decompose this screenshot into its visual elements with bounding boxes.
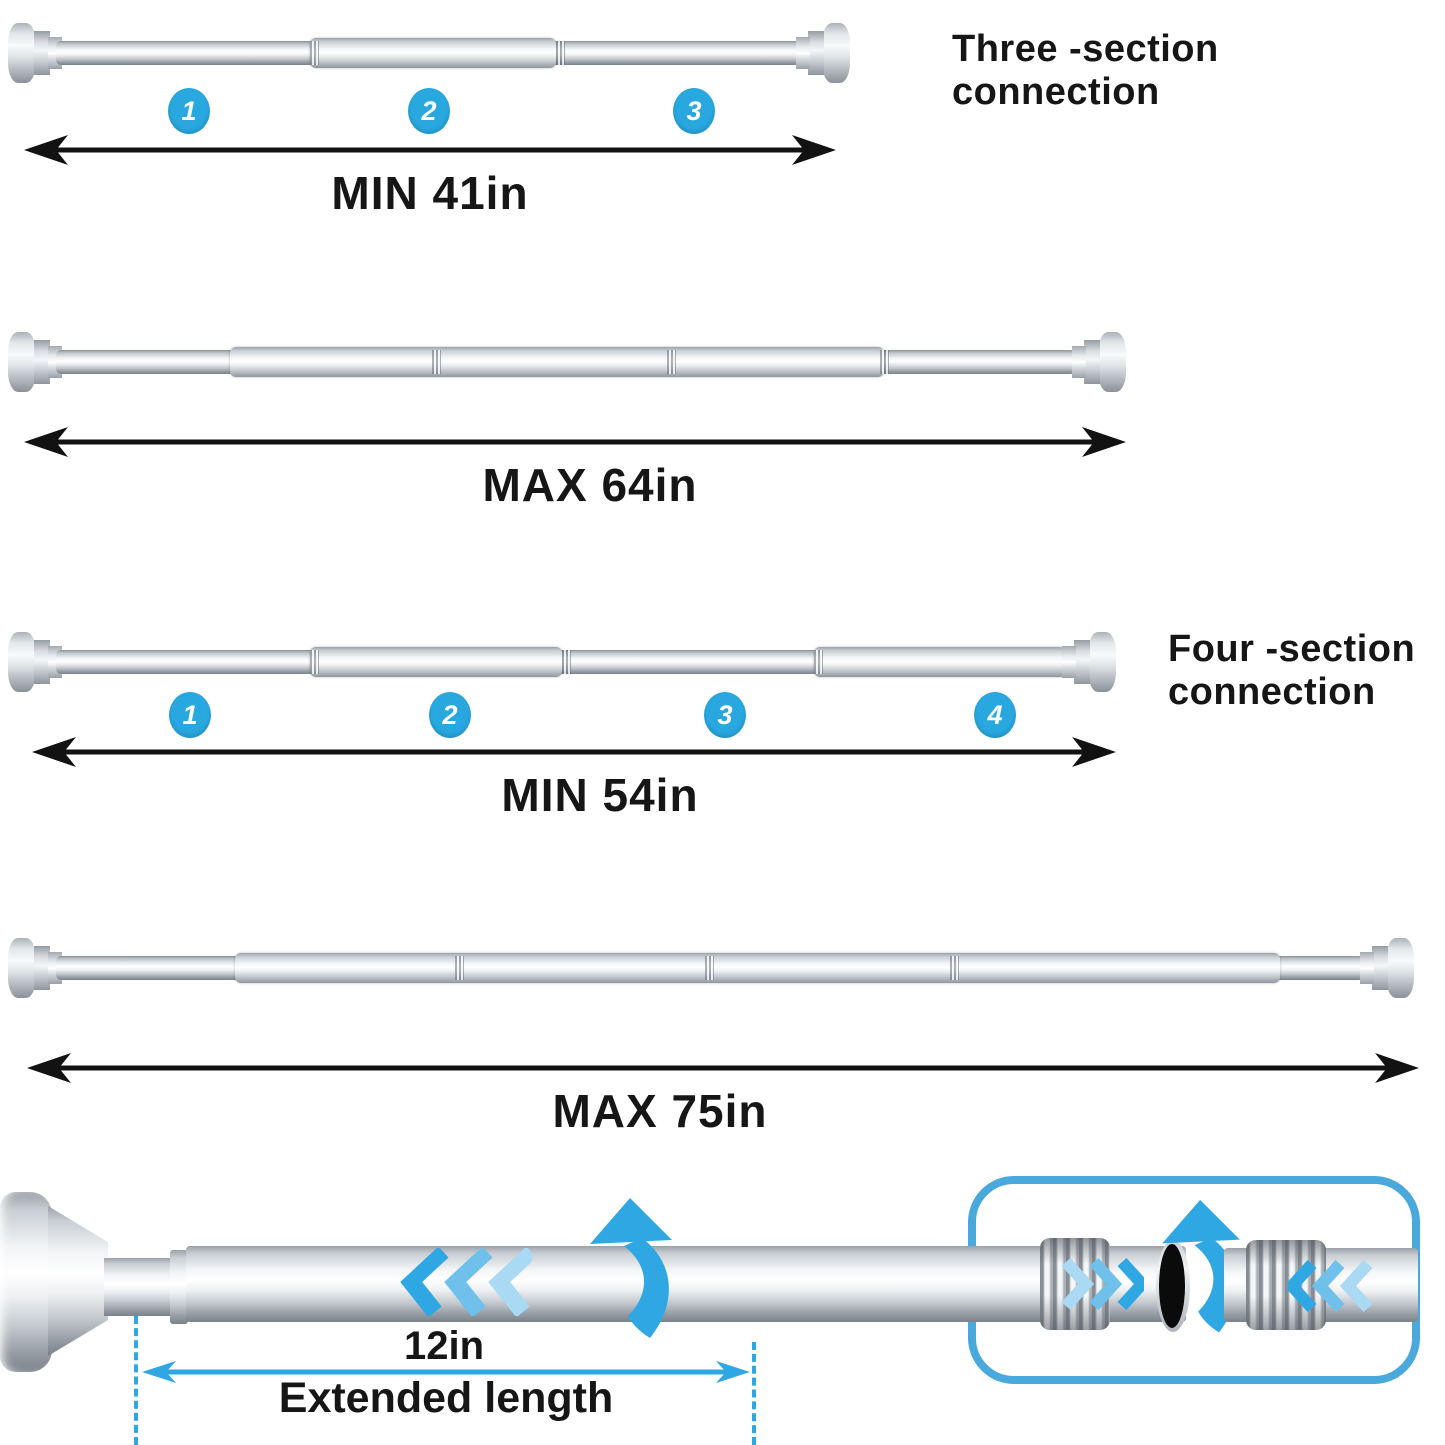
- dashed-guide-line: [752, 1342, 756, 1445]
- rod-end-cap-right: [1360, 938, 1414, 998]
- dashed-guide-line: [134, 1316, 138, 1445]
- section-badge: 1: [169, 692, 211, 738]
- rod-end-cap-right: [1062, 632, 1116, 692]
- rod-joint: [705, 956, 714, 980]
- section-badge: 4: [974, 692, 1016, 738]
- rod-joint: [950, 956, 959, 980]
- section-badge: 2: [408, 88, 450, 134]
- rod-joint: [556, 41, 565, 65]
- flange-disc: [1386, 938, 1414, 998]
- flange-disc: [8, 23, 36, 83]
- caption-line: Four -section: [1168, 628, 1416, 670]
- flange-disc: [1088, 632, 1116, 692]
- rod-joint: [455, 956, 464, 980]
- extension-label: Extended length: [278, 1374, 614, 1422]
- rod-collar: [170, 1250, 188, 1324]
- threaded-joint-left: [1040, 1238, 1110, 1330]
- flange-cone: [48, 1206, 108, 1356]
- rod-joint: [562, 650, 571, 674]
- rod-joint: [667, 350, 676, 374]
- section-badge: 2: [429, 692, 471, 738]
- extension-value: 12in: [403, 1324, 485, 1368]
- rod-joint: [310, 650, 319, 674]
- rod-end-cap-left: [8, 938, 62, 998]
- extension-arrow: [142, 1361, 750, 1383]
- flange-disc: [8, 632, 36, 692]
- tube-open-end: [1156, 1240, 1190, 1332]
- rod-end-cap-right: [796, 23, 850, 83]
- measurement-label: MIN 54in: [501, 769, 699, 821]
- slide-right-chevrons-icon: [1061, 1258, 1144, 1310]
- rod-sleeve: [310, 38, 556, 68]
- caption-four-section: Four -section connection: [1168, 628, 1415, 713]
- rod-sleeve: [814, 647, 1066, 677]
- section-badge: 3: [704, 692, 746, 738]
- rod-end-cap-large: [0, 1192, 52, 1372]
- measurement-label: MAX 64in: [482, 459, 698, 511]
- section-badge: 1: [168, 88, 210, 134]
- rod-end-cap-right: [1072, 332, 1126, 392]
- threaded-joint-right: [1246, 1240, 1326, 1330]
- rod-sleeve: [230, 347, 884, 377]
- flange-disc: [8, 332, 36, 392]
- measure-arrow-min-41in: [24, 135, 836, 165]
- caption-line: Three -section: [952, 28, 1219, 70]
- rod-thin-segment: [104, 1258, 174, 1316]
- rod-joint: [432, 350, 441, 374]
- caption-line: connection: [1168, 670, 1376, 713]
- measure-arrow-max-64in: [24, 427, 1126, 457]
- tube-opening: [1159, 1244, 1185, 1328]
- measure-arrow-min-54in: [32, 737, 1116, 767]
- rod-main-segment: [186, 1246, 1186, 1322]
- rod-joint: [814, 650, 823, 674]
- rod-sleeve: [310, 647, 562, 677]
- flange-disc: [8, 938, 36, 998]
- section-badge: 3: [673, 88, 715, 134]
- rod-bar: [56, 953, 1364, 983]
- rod-bar: [56, 647, 1066, 677]
- rod-end-cap-left: [8, 632, 62, 692]
- slide-left-chevrons-icon: [1288, 1260, 1372, 1312]
- caption-three-section: Three -section connection: [952, 28, 1219, 113]
- rod-bar: [56, 347, 1076, 377]
- rod-joint: [880, 350, 889, 374]
- flange-disc: [822, 23, 850, 83]
- measurement-label: MIN 41in: [331, 167, 529, 219]
- rod-end-cap-left: [8, 332, 62, 392]
- rod-joint: [310, 41, 319, 65]
- flange-disc: [1098, 332, 1126, 392]
- caption-line: connection: [952, 70, 1160, 113]
- rotation-arrow-icon: [590, 1198, 672, 1338]
- rod-sleeve: [235, 953, 1280, 983]
- measure-arrow-max-75in: [27, 1053, 1419, 1083]
- slide-left-chevrons-icon: [400, 1248, 532, 1316]
- measurement-label: MAX 75in: [552, 1085, 768, 1137]
- rod-end-cap-left: [8, 23, 62, 83]
- rod-bar: [56, 38, 800, 68]
